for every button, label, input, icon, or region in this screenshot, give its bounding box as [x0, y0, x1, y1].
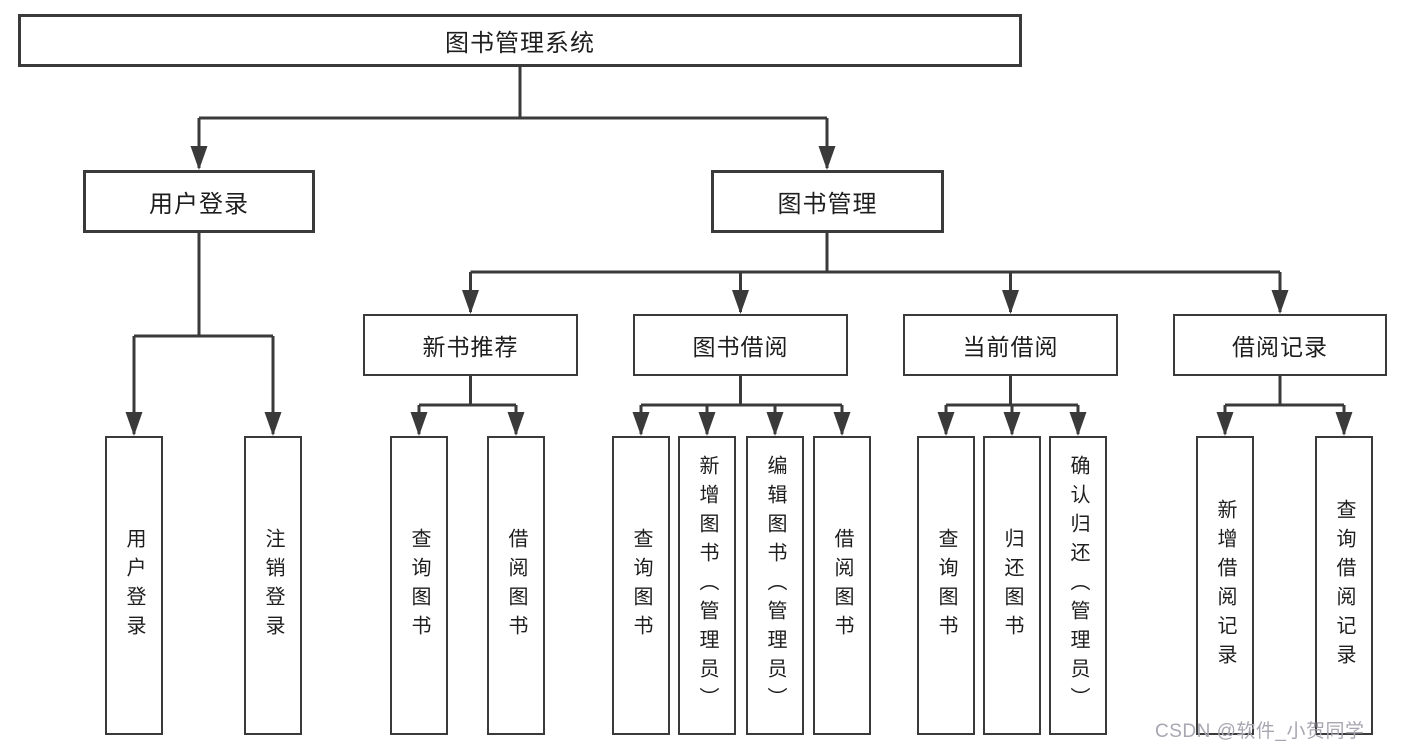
node-label: 图书管理系统	[445, 30, 595, 57]
node-book-management: 图书管理	[711, 170, 944, 233]
arrowhead	[732, 290, 749, 314]
connector-bookborrow-to-leaves	[639, 376, 844, 434]
leaf-label: 查询借阅记录	[1333, 498, 1355, 673]
arrowhead	[410, 412, 428, 436]
leaf-label: 查询图书	[630, 527, 652, 644]
node-new-book-recommendation: 新书推荐	[363, 314, 578, 376]
arrowhead	[1069, 412, 1087, 436]
arrowhead	[766, 412, 784, 436]
arrowhead	[507, 412, 525, 436]
node-book-borrowing: 图书借阅	[633, 314, 848, 376]
node-current-borrowing: 当前借阅	[903, 314, 1118, 376]
leaf-logout: 注销登录	[244, 436, 302, 735]
leaf-query-books-borrowing: 查询图书	[612, 436, 670, 735]
node-label: 用户登录	[149, 191, 249, 218]
watermark: CSDN @软件_小贺同学	[1155, 721, 1365, 742]
arrowhead	[818, 146, 836, 170]
leaf-query-borrow-record: 查询借阅记录	[1315, 436, 1373, 735]
arrowhead	[1335, 412, 1353, 436]
connector-newbookrec-to-leaves	[417, 376, 518, 434]
leaf-label: 编辑图书（管理员）	[764, 455, 786, 716]
leaf-label: 查询图书	[935, 527, 957, 644]
arrowhead	[1003, 412, 1021, 436]
connector-bookmgmt-to-level3	[469, 233, 1282, 312]
arrowhead	[833, 412, 851, 436]
arrowhead	[190, 146, 208, 170]
connector-borrowrecords-to-leaves	[1223, 376, 1346, 434]
leaf-edit-book-admin: 编辑图书（管理员）	[746, 436, 804, 735]
node-borrowing-records: 借阅记录	[1173, 314, 1387, 376]
arrowhead	[1002, 290, 1019, 314]
node-label: 图书管理	[777, 191, 878, 218]
leaf-add-book-admin: 新增图书（管理员）	[678, 436, 736, 735]
leaf-return-book: 归还图书	[983, 436, 1041, 735]
leaf-label: 新增借阅记录	[1214, 498, 1236, 673]
leaf-query-books-recommend: 查询图书	[390, 436, 448, 735]
arrowhead	[632, 412, 650, 436]
arrowhead	[264, 412, 282, 436]
leaf-label: 确认归还（管理员）	[1067, 455, 1089, 716]
arrowhead	[125, 412, 143, 436]
arrowhead	[462, 290, 479, 314]
leaf-label: 新增图书（管理员）	[696, 455, 718, 716]
leaf-user-login: 用户登录	[105, 436, 163, 735]
connector-root-to-level2	[197, 67, 829, 168]
arrowhead	[937, 412, 955, 436]
arrowhead	[698, 412, 716, 436]
leaf-borrow-books-recommend: 借阅图书	[487, 436, 545, 735]
node-library-management-system: 图书管理系统	[18, 14, 1022, 67]
leaf-label: 借阅图书	[505, 527, 527, 644]
leaf-label: 用户登录	[123, 527, 145, 644]
leaf-confirm-return-admin: 确认归还（管理员）	[1049, 436, 1107, 735]
node-label: 当前借阅	[962, 334, 1059, 360]
leaf-borrow-books-borrowing: 借阅图书	[813, 436, 871, 735]
leaf-query-books-current: 查询图书	[917, 436, 975, 735]
connector-userlogin-to-leaves	[132, 233, 275, 434]
leaf-label: 注销登录	[262, 527, 284, 644]
leaf-label: 查询图书	[408, 527, 430, 644]
node-label: 借阅记录	[1232, 334, 1328, 360]
node-label: 新书推荐	[422, 334, 519, 360]
arrowhead	[1271, 290, 1289, 314]
leaf-label: 借阅图书	[831, 527, 853, 644]
arrowhead	[1216, 412, 1234, 436]
node-user-login: 用户登录	[83, 170, 315, 233]
leaf-add-borrow-record: 新增借阅记录	[1196, 436, 1254, 735]
leaf-label: 归还图书	[1001, 527, 1023, 644]
node-label: 图书借阅	[692, 334, 789, 360]
